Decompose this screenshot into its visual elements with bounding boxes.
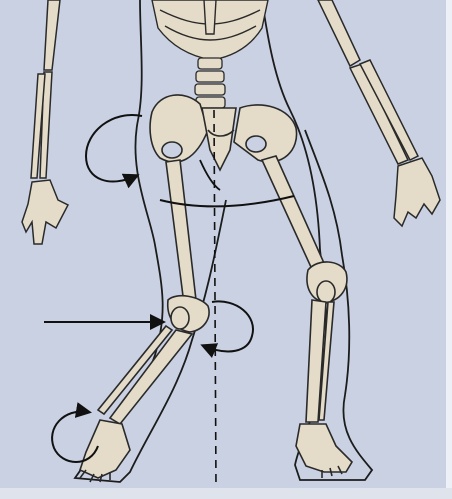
- right-obturator: [246, 136, 266, 152]
- bottom-edge: [0, 488, 452, 499]
- left-obturator: [162, 142, 182, 158]
- left-patella: [171, 307, 189, 329]
- page-edge: [446, 0, 452, 499]
- right-patella: [317, 281, 335, 303]
- sternum: [204, 0, 216, 34]
